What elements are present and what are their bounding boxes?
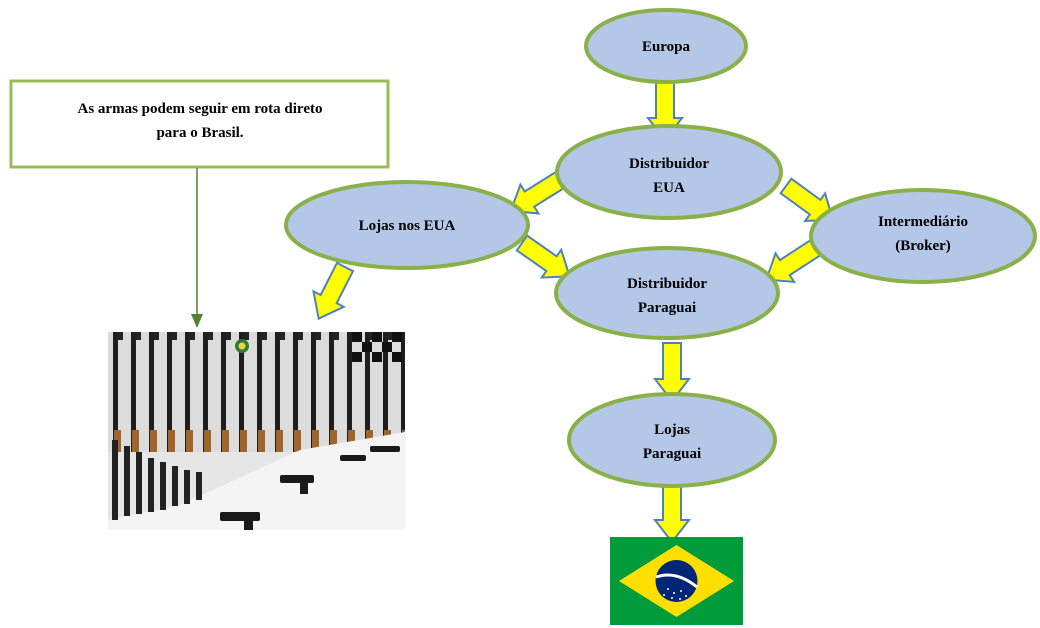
- node-distribuidor-paraguai-line-1: Distribuidor: [627, 276, 707, 292]
- note-line-1: As armas podem seguir em rota direto: [78, 101, 323, 117]
- note-line-2: para o Brasil.: [156, 125, 243, 141]
- node-distribuidor-paraguai: Distribuidor Paraguai: [554, 246, 780, 340]
- node-lojas-eua: Lojas nos EUA: [284, 180, 530, 270]
- node-distribuidor-eua-line-1: Distribuidor: [629, 156, 709, 172]
- node-lojas-paraguai-line-1: Lojas: [654, 422, 690, 438]
- brazil-flag-icon: [610, 537, 743, 625]
- note-connector: [191, 168, 203, 328]
- node-intermediario-line-1: Intermediário: [878, 214, 968, 230]
- weapons-photo: [108, 332, 405, 530]
- node-distribuidor-eua-line-2: EUA: [653, 180, 685, 196]
- node-europa: Europa: [584, 8, 748, 84]
- node-europa-label: Europa: [642, 39, 691, 55]
- note-box: As armas podem seguir em rota direto par…: [9, 79, 390, 169]
- node-intermediario-line-2: (Broker): [895, 238, 951, 254]
- arrow-lojas-paraguai-to-brasil: [654, 483, 690, 543]
- node-lojas-paraguai-line-2: Paraguai: [643, 446, 701, 462]
- node-distribuidor-eua: Distribuidor EUA: [555, 124, 783, 220]
- node-lojas-paraguai: Lojas Paraguai: [567, 392, 777, 488]
- node-intermediario: Intermediário (Broker): [809, 188, 1037, 284]
- arrow-lojas-eua-to-weapons-photo: [302, 258, 362, 328]
- node-lojas-eua-label: Lojas nos EUA: [359, 218, 456, 234]
- node-distribuidor-paraguai-line-2: Paraguai: [638, 300, 696, 316]
